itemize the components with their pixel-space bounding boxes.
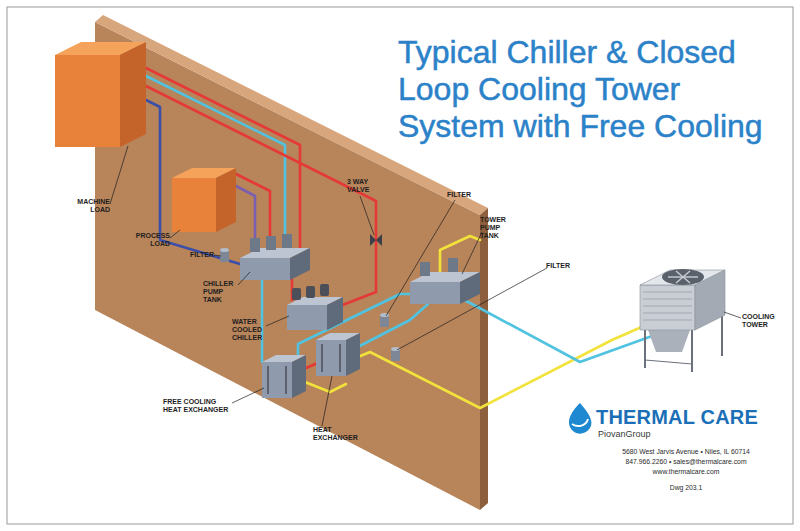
- valve-symbol: [370, 234, 382, 246]
- leader-line: [462, 232, 482, 274]
- compressor: [320, 284, 329, 296]
- filters: [220, 248, 400, 361]
- leader-line: [238, 272, 250, 285]
- leader-line: [266, 316, 289, 326]
- plate-frame: [267, 366, 269, 394]
- tank-face: [410, 282, 460, 304]
- part-label: 3 WAY VALVE: [347, 178, 375, 194]
- tower-leg: [644, 330, 646, 368]
- water-cooled-chiller: [287, 284, 343, 330]
- chiller-side: [327, 297, 343, 330]
- part-label: FILTER: [447, 191, 479, 199]
- tower-face: [640, 285, 695, 330]
- pump-motor: [420, 262, 430, 276]
- part-label: FILTER: [546, 262, 578, 270]
- brand-group: PiovanGroup: [598, 429, 708, 439]
- part-label: HEAT EXCHANGER: [313, 426, 361, 442]
- louver: [643, 320, 692, 321]
- plate-frame: [339, 344, 341, 372]
- return-pipe: [261, 280, 264, 362]
- pump-motor: [266, 236, 276, 250]
- drawing-number: Dwg 203.1: [590, 484, 782, 492]
- exchanger-side: [346, 333, 360, 376]
- part-label: FREE COOLING HEAT EXCHANGER: [163, 398, 231, 414]
- louver: [643, 299, 692, 300]
- pump-motor: [282, 234, 292, 248]
- louver: [643, 313, 692, 314]
- plate-frame: [285, 366, 287, 394]
- part-label: WATER COOLED CHILLER: [232, 318, 267, 342]
- louver: [643, 292, 692, 293]
- leader-line: [232, 388, 264, 403]
- tower-hopper: [648, 330, 690, 352]
- chiller-face: [287, 305, 327, 330]
- process-load-box: [172, 168, 236, 232]
- leader-line: [322, 376, 332, 426]
- part-label: FILTER: [182, 251, 214, 259]
- compressor: [306, 286, 315, 298]
- part-label: COOLING TOWER: [742, 313, 782, 329]
- filter-symbol: [220, 248, 229, 252]
- part-label: CHILLER PUMP TANK: [203, 280, 239, 304]
- contact-line: 847.966.2260 • sales@thermalcare.com: [590, 458, 782, 466]
- fan-shroud: [662, 269, 704, 285]
- box-side: [216, 168, 236, 232]
- logo-swirl: [572, 419, 588, 426]
- leader-lines: [110, 146, 741, 426]
- exchanger-face: [316, 340, 346, 376]
- brand-name: THERMAL CARE: [596, 406, 786, 428]
- tank-face: [240, 258, 290, 280]
- tower-pump-tank: [410, 258, 480, 304]
- return-pipe: [146, 100, 240, 264]
- exchanger-side: [292, 355, 306, 398]
- compressor: [292, 288, 301, 300]
- part-label: MACHINE LOAD: [66, 198, 110, 214]
- supply-pipe: [146, 68, 300, 250]
- tower-leg: [721, 315, 723, 356]
- tower-pipe: [352, 304, 428, 350]
- fan-blade: [676, 271, 690, 283]
- tower-pipe: [300, 380, 346, 392]
- leader-line: [110, 146, 128, 204]
- address-line: 5680 West Jarvis Avenue • Niles, IL 6071…: [590, 448, 782, 456]
- part-label: TOWER PUMP TANK: [480, 216, 512, 240]
- logo-mark: [569, 403, 591, 434]
- logo-drop: [569, 403, 591, 434]
- louver: [643, 306, 692, 307]
- leader-line: [360, 196, 374, 235]
- supply-pipe: [146, 86, 376, 306]
- free-cooling-heat-exchanger: [262, 355, 306, 398]
- leader-line: [397, 268, 547, 350]
- exchanger-face: [262, 362, 292, 398]
- heat-exchanger: [316, 333, 360, 376]
- machine-load-box: [55, 42, 146, 147]
- leader-line: [724, 312, 741, 318]
- cooling-tower: [640, 269, 725, 372]
- tank-side: [290, 248, 310, 280]
- leader-line: [170, 230, 180, 238]
- wall-end: [480, 208, 488, 510]
- pump-motor: [250, 238, 260, 252]
- tower-leg: [691, 330, 693, 372]
- box-side: [120, 42, 146, 147]
- fan-blade: [676, 271, 690, 283]
- tank-side: [460, 272, 480, 304]
- page-frame: [7, 7, 793, 524]
- box-face: [172, 178, 216, 232]
- return-pipe: [146, 76, 285, 250]
- part-label: PROCESS LOAD: [128, 232, 170, 248]
- box-face: [55, 55, 120, 147]
- web-address: www.thermalcare.com: [590, 468, 782, 476]
- chiller-pump-tank: [240, 234, 310, 280]
- diagram-title: Typical Chiller & Closed Loop Cooling To…: [398, 34, 780, 145]
- pump-motor: [448, 258, 458, 272]
- tower-brace: [645, 360, 692, 364]
- tower-pipe: [346, 318, 662, 408]
- leader-line: [386, 200, 455, 316]
- plate-frame: [321, 344, 323, 372]
- leader-line: [214, 255, 221, 256]
